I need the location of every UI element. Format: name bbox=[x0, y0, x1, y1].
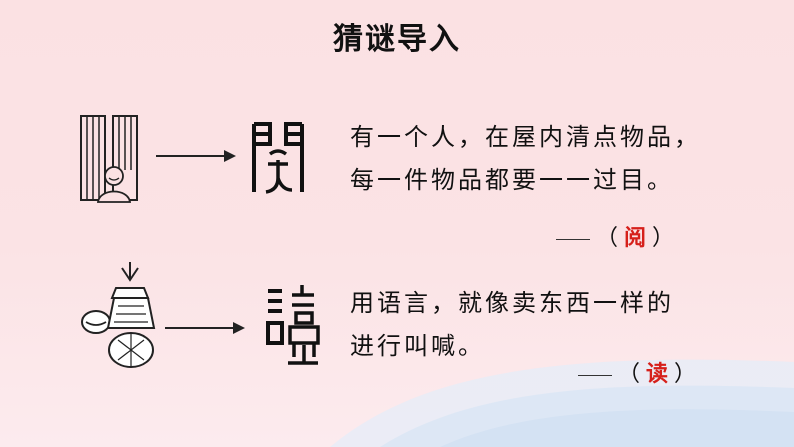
paren-close: ） bbox=[674, 362, 697, 387]
mouth-and-goods-icon bbox=[81, 262, 156, 368]
paren-close: ） bbox=[652, 226, 675, 251]
riddle-text-2: 用语言，就像卖东西一样的 进行叫喊。 bbox=[350, 282, 674, 368]
arrow-right-icon bbox=[156, 150, 236, 162]
riddle-line: 用语言，就像卖东西一样的 bbox=[350, 289, 674, 317]
answer-line-1: （阅） bbox=[556, 220, 674, 252]
riddle-line: 每一件物品都要一一过目。 bbox=[350, 166, 674, 194]
em-dash bbox=[578, 374, 612, 376]
answer-word: 阅 bbox=[624, 225, 647, 251]
riddle-line: 进行叫喊。 bbox=[350, 332, 485, 360]
paren-open: （ bbox=[618, 362, 641, 387]
arrow-right-icon bbox=[165, 322, 245, 334]
riddle-line: 有一个人，在屋内清点物品， bbox=[350, 123, 701, 151]
seal-script-yue-icon bbox=[252, 122, 304, 194]
page-title: 猜谜导入 bbox=[333, 22, 461, 57]
riddle-text-1: 有一个人，在屋内清点物品， 每一件物品都要一一过目。 bbox=[350, 116, 701, 202]
paren-open: （ bbox=[596, 226, 619, 251]
door-with-person-icon bbox=[80, 115, 138, 203]
seal-script-du-icon bbox=[266, 285, 320, 365]
answer-word: 读 bbox=[646, 361, 669, 387]
em-dash bbox=[556, 238, 590, 240]
answer-line-2: （读） bbox=[578, 356, 696, 388]
